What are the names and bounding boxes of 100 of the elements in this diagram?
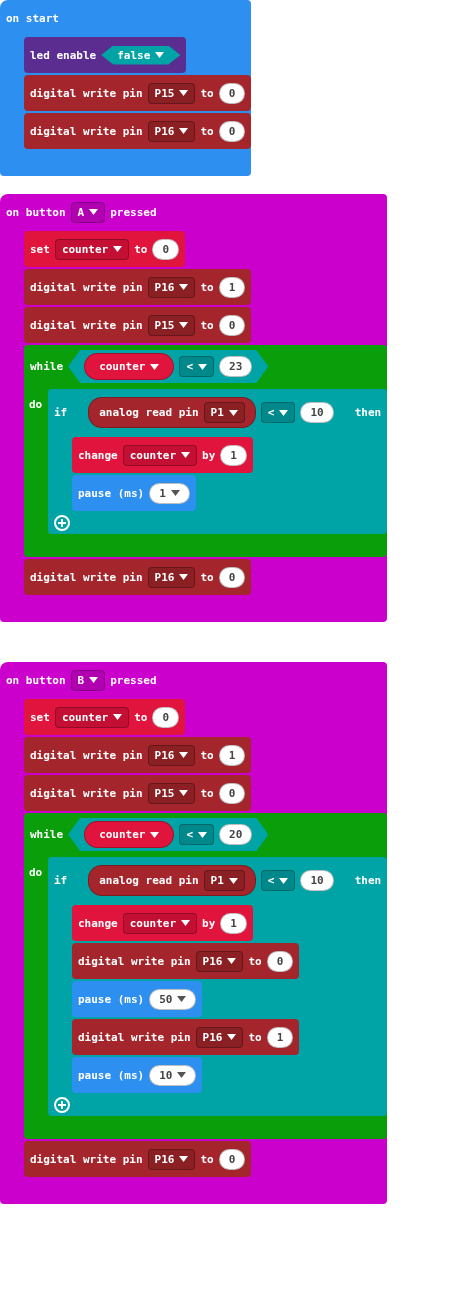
field-value: counter [99,828,146,841]
field-value: 1 [276,1030,284,1044]
block-label: pause (ms) [78,1068,145,1082]
dropdown-field [147,744,196,766]
field-value: 0 [162,242,170,256]
field-value: counter [129,448,177,462]
block-label: on start [6,11,59,25]
block-label: to [200,124,214,138]
block-label: digital write pin [78,954,191,968]
number-field [220,444,247,466]
number-field [218,782,246,804]
statement-block [24,1141,252,1177]
dropdown-field [147,566,196,588]
field-value: 10 [310,874,324,887]
dropdown-field [179,824,215,845]
event-block [0,662,388,1204]
block-label: digital write pin [30,86,143,100]
block-label: digital write pin [30,786,143,800]
dropdown-field [54,706,130,728]
field-value: P16 [202,1030,223,1044]
block-label: while [30,360,64,373]
statement-block [24,775,252,811]
block-label: to [200,280,214,294]
dropdown-field [260,870,296,891]
number-field [266,950,294,972]
field-value: P1 [210,874,224,887]
field-value: P16 [154,124,175,138]
dropdown-field [122,444,198,466]
field-value: false [117,48,151,62]
dropdown-field [147,314,196,336]
dropdown-field [195,950,244,972]
field-value: 1 [228,280,236,294]
number-field [300,870,334,891]
dropdown-field [260,402,296,423]
field-value: P15 [154,318,175,332]
field-value: 0 [162,710,170,724]
event-block [0,0,252,176]
block-label: change [78,448,118,462]
number-field [219,356,253,377]
field-value: 1 [228,748,236,762]
field-value: 0 [276,954,284,968]
field-value: 0 [228,786,236,800]
field-value: 10 [159,1068,173,1082]
dropdown-field [149,988,197,1010]
dropdown-field [122,912,198,934]
field-value: 0 [228,1152,236,1166]
block-label: digital write pin [30,124,143,138]
reporter-block [88,865,256,896]
loop-block [24,345,388,557]
field-value: P16 [154,570,175,584]
field-value: B [77,673,85,687]
block-label: pressed [110,673,157,687]
number-field [220,912,247,934]
dropdown-field [179,356,215,377]
field-value: 1 [159,486,166,500]
number-field [152,706,180,728]
field-value: 0 [228,124,236,138]
dropdown-field [195,1026,244,1048]
number-field [218,1148,246,1170]
statement-block [24,37,187,73]
field-value: 1 [230,916,237,930]
number-field [300,402,334,423]
dropdown-field [203,402,245,423]
statement-block [24,75,252,111]
block-label: then [354,874,382,887]
block-label: if [54,874,68,887]
block-label: if [54,406,68,419]
dropdown-field [147,1148,196,1170]
field-value: A [77,205,85,219]
number-field [218,566,246,588]
number-field [266,1026,294,1048]
field-value: counter [129,916,177,930]
statement-block [72,981,203,1017]
field-value: P1 [210,406,224,419]
field-value: 23 [229,360,243,373]
block-label: by [202,448,216,462]
block-label: to [200,86,214,100]
block-label: change [78,916,118,930]
field-value: < [186,360,194,373]
block-label: pressed [110,205,157,219]
field-value: 20 [229,828,243,841]
block-label: while [30,828,64,841]
block-label: by [202,916,216,930]
dropdown-field [70,201,106,223]
if-block [48,389,388,534]
dropdown-field [149,1064,197,1086]
block-label: to [248,1030,262,1044]
field-value: P15 [154,786,175,800]
number-field [218,82,246,104]
dropdown-field [54,238,130,260]
dropdown-field [149,482,190,504]
loop-block [24,813,388,1139]
block-label: digital write pin [78,1030,191,1044]
block-label: digital write pin [30,318,143,332]
field-value: < [186,828,194,841]
block-label: digital write pin [30,748,143,762]
block-label: analog read pin [99,406,199,419]
field-value: counter [61,710,109,724]
block-label: on button [6,205,66,219]
block-label: do [29,866,43,879]
